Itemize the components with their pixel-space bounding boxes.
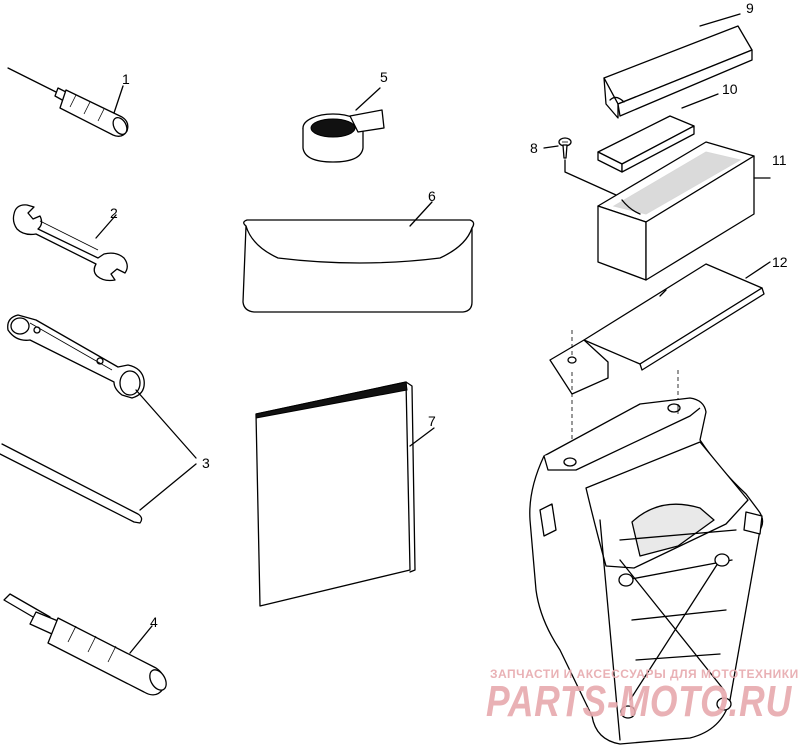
- callout-6: 6: [428, 188, 436, 204]
- callout-1: 1: [122, 71, 130, 87]
- callout-12: 12: [772, 254, 788, 270]
- part-11-storage-box: [597, 141, 771, 281]
- callout-labels: 1 2 3 4 5 6 7 8 9 10 11 12: [110, 0, 788, 630]
- part-10-foam-pad: [597, 93, 719, 173]
- callout-11: 11: [772, 152, 787, 168]
- watermark: ЗАПЧАСТИ И АКСЕССУАРЫ ДЛЯ МОТОТЕХНИКИ PA…: [486, 667, 799, 726]
- part-12-bracket: [549, 261, 771, 460]
- callout-2: 2: [110, 205, 118, 221]
- part-3-tube-wrench: [0, 314, 197, 524]
- callout-4: 4: [150, 614, 158, 630]
- part-7-manual: [255, 381, 435, 607]
- part-6-tool-pouch: [242, 201, 475, 313]
- part-2-wrench: [12, 204, 128, 282]
- callout-8: 8: [530, 140, 538, 156]
- callout-7: 7: [428, 413, 436, 429]
- callout-5: 5: [380, 69, 388, 85]
- callout-9: 9: [746, 0, 754, 16]
- part-1-screwdriver: [7, 67, 129, 137]
- part-5-tape-roll: [302, 87, 385, 163]
- engine-housing: [529, 397, 764, 745]
- part-4-screwdriver: [3, 593, 167, 696]
- part-9-box-lid: [603, 13, 753, 119]
- part-8-screw: [543, 137, 637, 205]
- callout-10: 10: [722, 81, 738, 97]
- watermark-brand: PARTS-MOTO.RU: [486, 677, 792, 726]
- watermark-tagline: ЗАПЧАСТИ И АКСЕССУАРЫ ДЛЯ МОТОТЕХНИКИ: [490, 667, 799, 681]
- callout-3: 3: [202, 455, 210, 471]
